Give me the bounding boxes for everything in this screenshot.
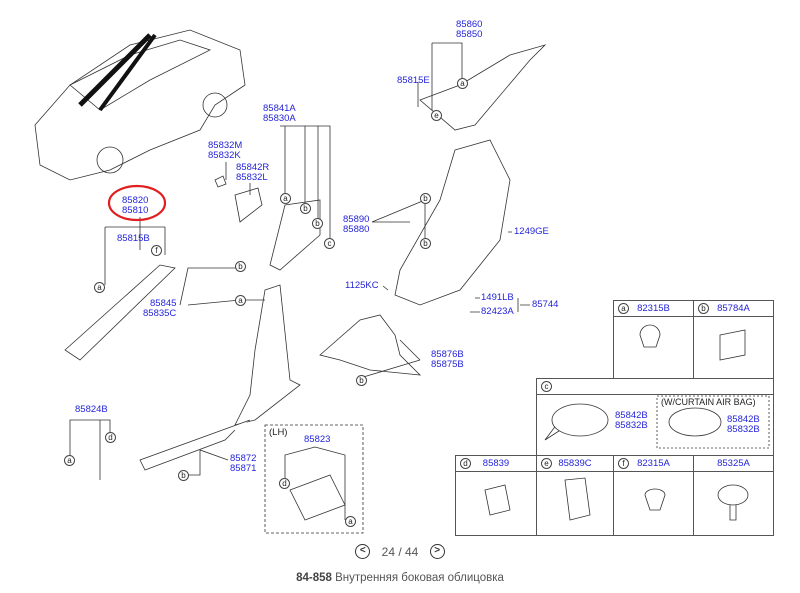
- table-cell-c[interactable]: c 85842B 85832B (W/CURTAIN AIR BAG) 8584…: [536, 378, 774, 456]
- callout-a: a: [280, 193, 291, 204]
- airbag-note: (W/CURTAIN AIR BAG): [661, 397, 756, 407]
- caption-code: 84-858: [296, 572, 332, 584]
- letter-e: e: [541, 458, 552, 469]
- table-cell-g[interactable]: 85325A: [693, 455, 774, 536]
- part-label[interactable]: 85824B: [75, 404, 108, 415]
- caption-title: Внутренняя боковая облицовка: [335, 572, 504, 584]
- callout-b: b: [420, 193, 431, 204]
- page-indicator: 24 / 44: [381, 544, 419, 559]
- callout-a: a: [235, 295, 246, 306]
- part-label[interactable]: 85876B: [431, 349, 464, 360]
- part-label[interactable]: 85823: [304, 434, 331, 445]
- part-label[interactable]: 85832B: [727, 424, 760, 435]
- callout-e: e: [431, 110, 442, 121]
- part-label[interactable]: 85839C: [558, 458, 592, 469]
- car-illustration: [34, 29, 246, 181]
- part-label[interactable]: 85871: [230, 463, 257, 474]
- part-label[interactable]: 82423A: [481, 306, 514, 317]
- part-label[interactable]: 85845: [150, 298, 177, 309]
- part-label[interactable]: 85860: [456, 19, 483, 30]
- callout-f: f: [151, 245, 162, 256]
- callout-b: b: [312, 218, 323, 229]
- letter-a: a: [618, 303, 629, 314]
- callout-d: d: [105, 432, 116, 443]
- part-label[interactable]: 85784A: [717, 303, 750, 314]
- part-label[interactable]: 85815B: [117, 233, 150, 244]
- part-label[interactable]: 1249GE: [514, 226, 549, 237]
- callout-b: b: [300, 203, 311, 214]
- part-label[interactable]: 85744: [532, 299, 559, 310]
- letter-d: d: [460, 458, 471, 469]
- part-label[interactable]: 1491LB: [481, 292, 514, 303]
- part-label[interactable]: 85842R: [236, 162, 270, 173]
- callout-b: b: [178, 470, 189, 481]
- part-label[interactable]: 85830A: [263, 113, 296, 124]
- highlight-circle: [107, 184, 167, 222]
- part-label[interactable]: 85872: [230, 453, 257, 464]
- part-label[interactable]: 85842B: [727, 414, 760, 425]
- part-label[interactable]: 85839: [482, 458, 510, 469]
- callout-a: a: [457, 78, 468, 89]
- callout-a: a: [94, 282, 105, 293]
- part-label[interactable]: 85841A: [263, 103, 296, 114]
- part-label[interactable]: 85325A: [717, 458, 750, 469]
- table-cell-a[interactable]: a 82315B: [613, 300, 694, 379]
- part-label[interactable]: 1125KC: [345, 280, 379, 291]
- part-label[interactable]: 85832B: [615, 420, 648, 431]
- part-label[interactable]: 85815E: [397, 75, 430, 86]
- part-label[interactable]: 82315A: [637, 458, 670, 469]
- table-cell-e[interactable]: e 85839C: [536, 455, 614, 536]
- callout-a: a: [64, 455, 75, 466]
- callout-c: c: [324, 238, 335, 249]
- lh-note: (LH): [269, 427, 288, 438]
- part-label[interactable]: 85890: [343, 214, 370, 225]
- callout-d: d: [279, 478, 290, 489]
- letter-b: b: [698, 303, 709, 314]
- table-cell-d[interactable]: d 85839: [455, 455, 537, 536]
- prev-page-button[interactable]: <: [355, 544, 371, 560]
- part-label[interactable]: 85880: [343, 224, 370, 235]
- part-label[interactable]: 85832K: [208, 150, 241, 161]
- callout-a: a: [345, 516, 356, 527]
- callout-b: b: [420, 238, 431, 249]
- part-label[interactable]: 82315B: [637, 303, 670, 314]
- part-label[interactable]: 85835C: [143, 308, 177, 319]
- part-label[interactable]: 85842B: [615, 410, 648, 421]
- part-label[interactable]: 85875B: [431, 359, 464, 370]
- parts-diagram: [34, 29, 770, 534]
- table-cell-f[interactable]: f 82315A: [613, 455, 694, 536]
- part-label-highlighted[interactable]: 85810: [122, 205, 149, 216]
- letter-f: f: [618, 458, 629, 469]
- part-label[interactable]: 85850: [456, 29, 483, 40]
- callout-b: b: [356, 375, 367, 386]
- table-cell-b[interactable]: b 85784A: [693, 300, 774, 379]
- next-page-button[interactable]: >: [429, 544, 445, 560]
- part-label[interactable]: 85832M: [208, 140, 243, 151]
- part-label-highlighted[interactable]: 85820: [122, 195, 149, 206]
- pager: < 24 / 44 >: [0, 544, 800, 560]
- part-label[interactable]: 85832L: [236, 172, 268, 183]
- letter-c: c: [541, 381, 552, 392]
- diagram-caption: 84-858 Внутренняя боковая облицовка: [0, 572, 800, 584]
- callout-b: b: [235, 261, 246, 272]
